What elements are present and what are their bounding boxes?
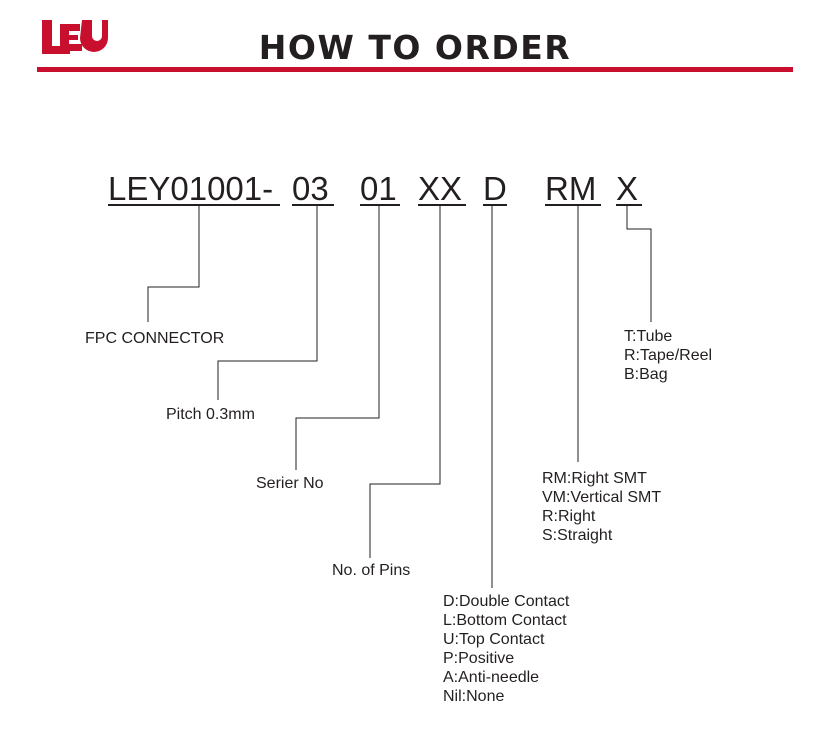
code-pins: XX — [418, 170, 463, 207]
code-pitch: 03 — [292, 170, 329, 207]
code-serier: 01 — [360, 170, 397, 207]
title-divider — [37, 67, 793, 72]
code-prefix: LEY01001- — [108, 170, 274, 207]
option-tube: T:Tube — [624, 328, 673, 345]
leader-packing — [626, 205, 652, 322]
option-bottom-contact: L:Bottom Contact — [443, 612, 567, 629]
contact-options: D:Double Contact L:Bottom Contact U:Top … — [443, 592, 569, 706]
option-straight: S:Straight — [542, 527, 613, 544]
leader-pins — [369, 205, 441, 558]
label-pitch: Pitch 0.3mm — [166, 406, 255, 423]
option-double-contact: D:Double Contact — [443, 593, 570, 610]
ley-logo-icon — [42, 20, 108, 54]
option-anti-needle: A:Anti-needle — [443, 669, 540, 686]
option-right: R:Right — [542, 508, 596, 525]
label-no-of-pins: No. of Pins — [332, 562, 411, 579]
code-contact: D — [483, 170, 507, 207]
underline-pitch — [292, 204, 334, 206]
packing-options: T:Tube R:Tape/Reel B:Bag — [624, 327, 712, 384]
leader-serier — [295, 205, 380, 470]
option-tape-reel: R:Tape/Reel — [624, 347, 713, 364]
option-vertical-smt: VM:Vertical SMT — [542, 489, 662, 506]
code-packing: X — [616, 170, 639, 207]
type-options: RM:Right SMT VM:Vertical SMT R:Right S:S… — [542, 469, 661, 545]
underline-prefix — [108, 204, 280, 206]
underline-serier — [360, 204, 400, 206]
underline-contact — [483, 204, 507, 206]
leader-pitch — [217, 205, 318, 400]
label-serier-no: Serier No — [256, 475, 324, 492]
underline-packing — [616, 204, 642, 206]
option-bag: B:Bag — [624, 366, 668, 383]
option-top-contact: U:Top Contact — [443, 631, 545, 648]
underline-pins — [418, 204, 466, 206]
option-right-smt: RM:Right SMT — [542, 470, 647, 487]
code-type: RM — [545, 170, 597, 207]
underline-type — [545, 204, 601, 206]
option-positive: P:Positive — [443, 650, 515, 667]
label-fpc-connector: FPC CONNECTOR — [85, 330, 225, 347]
option-none: Nil:None — [443, 688, 505, 705]
leader-fpc — [147, 205, 200, 322]
page-title: HOW TO ORDER — [258, 28, 572, 67]
